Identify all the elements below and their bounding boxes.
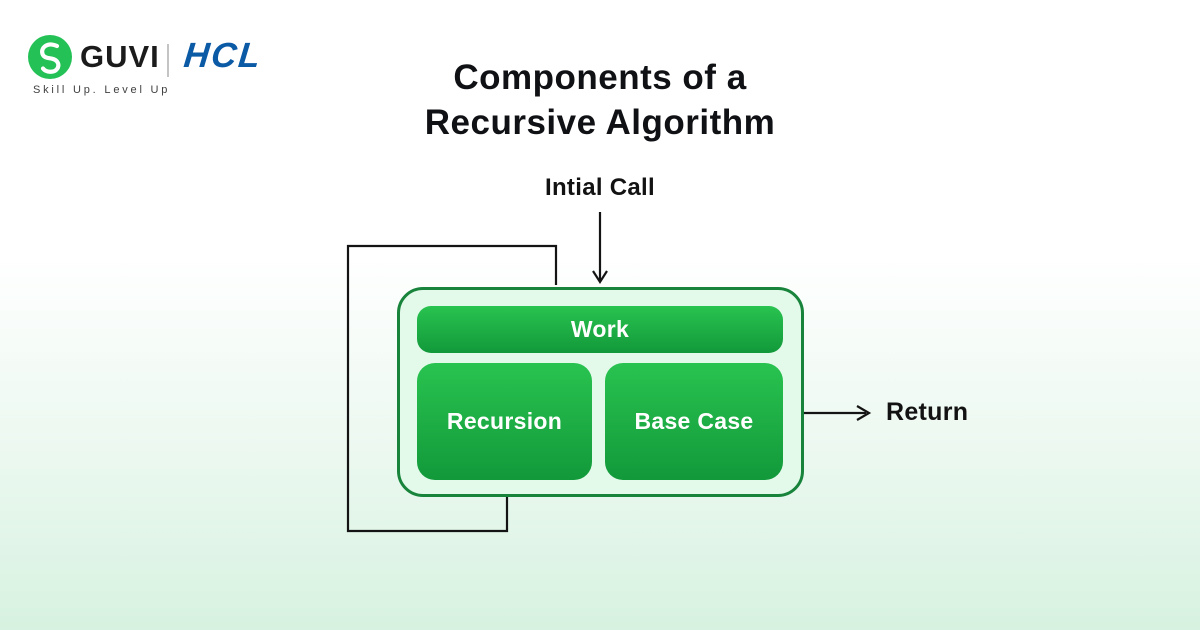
guvi-wordmark: GUVI <box>80 39 160 74</box>
work-box: Work <box>417 306 783 353</box>
initial-call-arrow <box>592 212 608 285</box>
guvi-logo-icon <box>28 35 72 79</box>
return-arrow <box>804 405 872 421</box>
return-label: Return <box>886 398 969 426</box>
base-case-box-label: Base Case <box>634 408 754 434</box>
recursive-algorithm-container: Work Recursion Base Case <box>397 287 804 497</box>
work-box-label: Work <box>570 316 630 342</box>
brand-tagline: Skill Up. Level Up <box>33 84 171 96</box>
brand-header: GUVI HCL Skill Up. Level Up <box>0 0 340 110</box>
page-title: Components of a Recursive Algorithm <box>0 55 1200 145</box>
base-case-box: Base Case <box>605 363 783 480</box>
page-title-line1: Components of a <box>453 58 747 97</box>
initial-call-label: Intial Call <box>545 174 655 201</box>
page-title-line2: Recursive Algorithm <box>424 103 776 142</box>
recursion-box: Recursion <box>417 363 592 480</box>
recursion-box-label: Recursion <box>446 408 563 434</box>
brand-divider <box>167 44 169 77</box>
